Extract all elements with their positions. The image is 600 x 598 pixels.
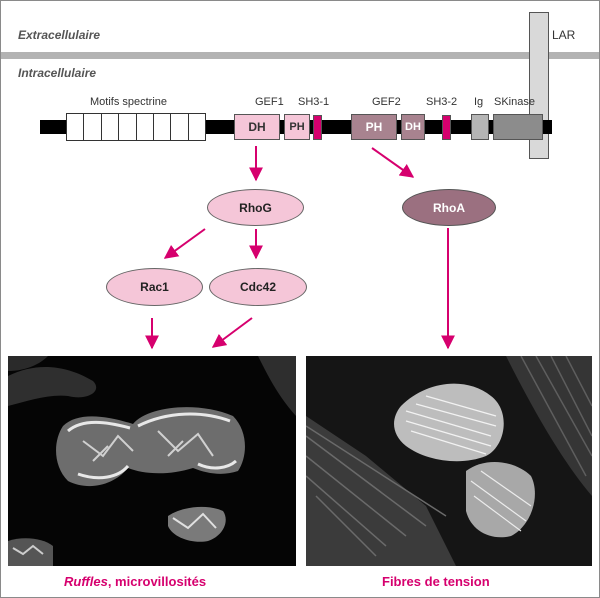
extracellular-label: Extracellulaire [18, 28, 101, 42]
gef1-label: GEF1 [255, 96, 284, 108]
caption-ruffles-rest: , microvillosités [107, 574, 207, 589]
ig-label: Ig [474, 96, 484, 108]
extracellular-band [0, 0, 600, 52]
ig-box [471, 114, 489, 140]
sh3-1-box [313, 115, 322, 140]
rhoa-node: RhoA [402, 189, 496, 226]
micrograph-stress-fibres-image [306, 356, 592, 566]
membrane-line [0, 52, 600, 59]
micrograph-ruffles-image [8, 356, 296, 566]
arrow-gef2-to-rhoa [371, 147, 415, 178]
intracellular-label: Intracellulaire [18, 66, 97, 80]
spectrin-repeat [102, 114, 120, 140]
skinase-box [493, 114, 543, 140]
ph2-box: PH [351, 114, 397, 140]
caption-stress-fibres: Fibres de tension [382, 574, 490, 589]
caption-ruffles: Ruffles, microvillosités [64, 574, 206, 589]
spectrin-repeat [137, 114, 154, 140]
spectrin-repeat [84, 114, 102, 140]
micrograph-stress-fibres [306, 356, 592, 566]
spectrin-repeat [67, 114, 85, 140]
sh3-2-label: SH3-2 [426, 96, 458, 108]
arrow-rhog-to-rac1 [163, 228, 206, 259]
cdc42-node: Cdc42 [209, 268, 307, 306]
sh3-1-label: SH3-1 [298, 96, 330, 108]
spectrin-repeat [154, 114, 172, 140]
caption-ruffles-italic: Ruffles [64, 574, 108, 589]
gef2-label: GEF2 [372, 96, 401, 108]
dh2-box: DH [401, 114, 425, 140]
spectrin-repeat [171, 114, 189, 140]
rhog-node: RhoG [207, 189, 304, 226]
skinase-label: SKinase [494, 96, 535, 108]
lar-label: LAR [552, 28, 576, 42]
spectrin-label: Motifs spectrine [90, 96, 168, 108]
rac1-node: Rac1 [106, 268, 203, 306]
arrow-cdc42-to-image [211, 317, 253, 348]
ph1-box: PH [284, 114, 310, 140]
micrograph-ruffles [8, 356, 296, 566]
spectrin-repeats [66, 113, 206, 141]
spectrin-repeat [119, 114, 137, 140]
sh3-2-box [442, 115, 451, 140]
dh1-box: DH [234, 114, 280, 140]
